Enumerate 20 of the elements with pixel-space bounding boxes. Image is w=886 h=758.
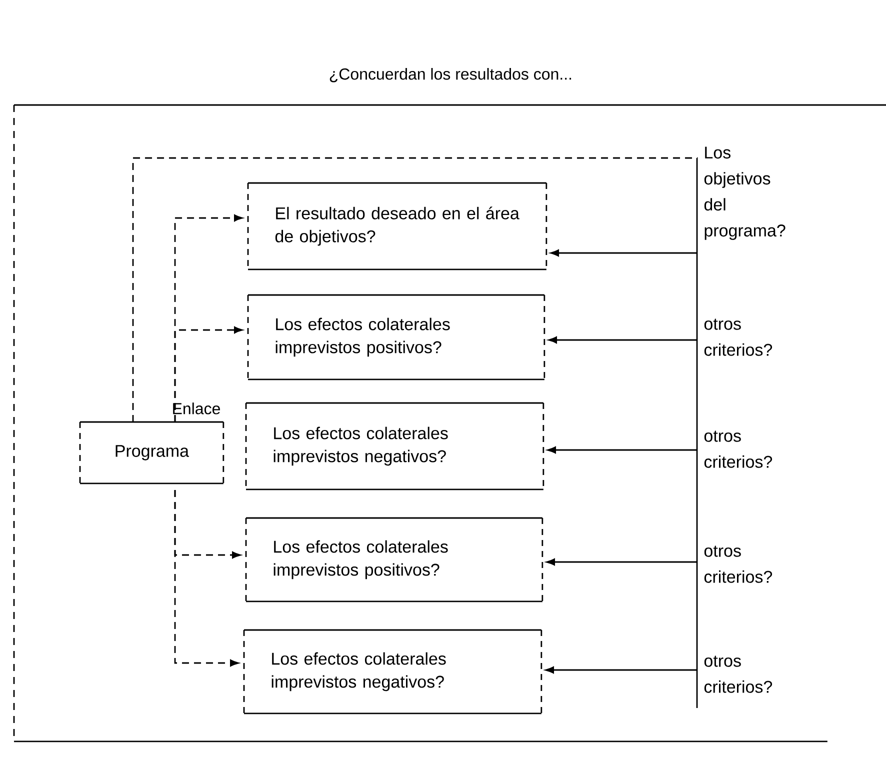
arrow: [174, 326, 243, 422]
program-box: Programa: [79, 421, 224, 484]
criteria-text: otros criterios?: [704, 318, 772, 356]
arrow: [545, 615, 698, 709]
arrow: [546, 505, 698, 617]
title: ¿Concuerdan los resultados con...: [330, 68, 572, 82]
question-box: Los efectos colaterales imprevistos positivos?: [247, 294, 546, 380]
arrow: [547, 394, 698, 507]
arrow: [548, 296, 698, 396]
question-box: Los efectos colaterales imprevistos negativos?: [245, 402, 544, 490]
criteria-text: Los objetivos del programa?: [704, 146, 786, 240]
arrow: [550, 164, 698, 298]
arrow: [174, 490, 239, 666]
criteria-text: otros criterios?: [704, 656, 772, 693]
criteria-text: otros criterios?: [704, 546, 772, 583]
link-label: Enlace: [173, 402, 220, 414]
question-box: El resultado deseado en el área de objetivos?: [247, 182, 548, 270]
criteria-text: otros criterios?: [704, 430, 772, 468]
question-box: Los efectos colaterales imprevistos positivos?: [245, 517, 544, 602]
question-box: Los efectos colaterales imprevistos negativos?: [243, 629, 542, 714]
